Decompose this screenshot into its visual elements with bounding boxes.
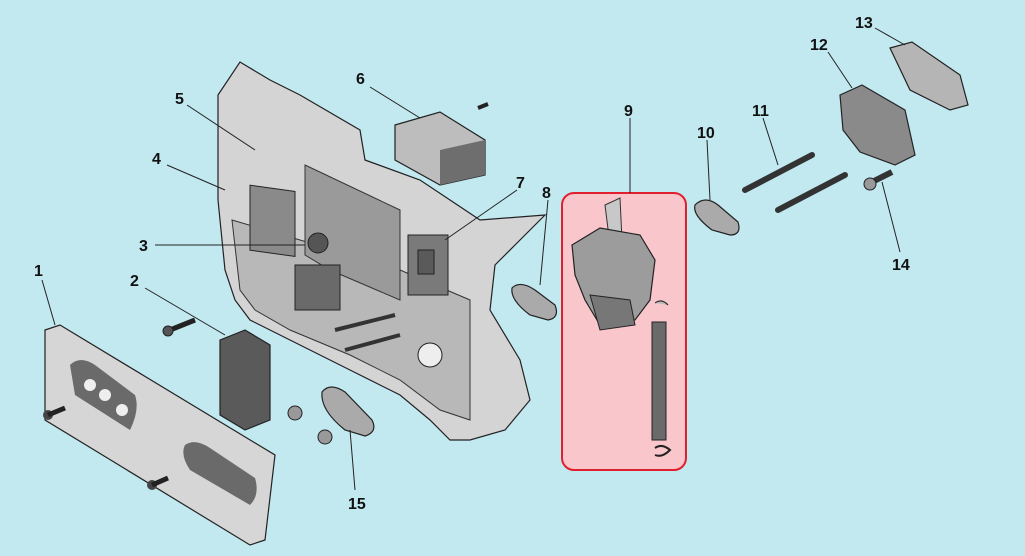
- part-15-gasket[interactable]: [321, 386, 375, 437]
- part-13-gasket[interactable]: [889, 41, 969, 111]
- callout-7: 7: [516, 175, 525, 192]
- part-2-outlet-block[interactable]: [162, 317, 333, 445]
- callout-12: 12: [810, 37, 828, 54]
- part-1-front-cover[interactable]: [43, 324, 276, 546]
- part-6-box[interactable]: [394, 102, 489, 186]
- callout-9: 9: [624, 103, 633, 120]
- callout-13: 13: [855, 15, 873, 32]
- callout-11: 11: [752, 103, 769, 120]
- leader-lines: [41, 27, 906, 491]
- callout-8: 8: [542, 185, 551, 202]
- callout-3: 3: [139, 238, 148, 255]
- part-12-adapter[interactable]: [839, 84, 916, 166]
- part-11-studs[interactable]: [742, 152, 848, 213]
- part-4-control-panel[interactable]: [217, 61, 547, 441]
- part-8-gasket[interactable]: [511, 283, 558, 321]
- callout-10: 10: [697, 125, 715, 142]
- callout-4: 4: [152, 151, 161, 168]
- part-14-bolt[interactable]: [863, 169, 894, 191]
- part-9-carburetor[interactable]: [571, 197, 672, 457]
- part-10-gasket[interactable]: [694, 199, 740, 236]
- callout-6: 6: [356, 71, 365, 88]
- callout-5: 5: [175, 91, 184, 108]
- callout-1: 1: [34, 263, 43, 280]
- callout-2: 2: [130, 273, 139, 290]
- callout-15: 15: [348, 496, 366, 513]
- callout-14: 14: [892, 257, 910, 274]
